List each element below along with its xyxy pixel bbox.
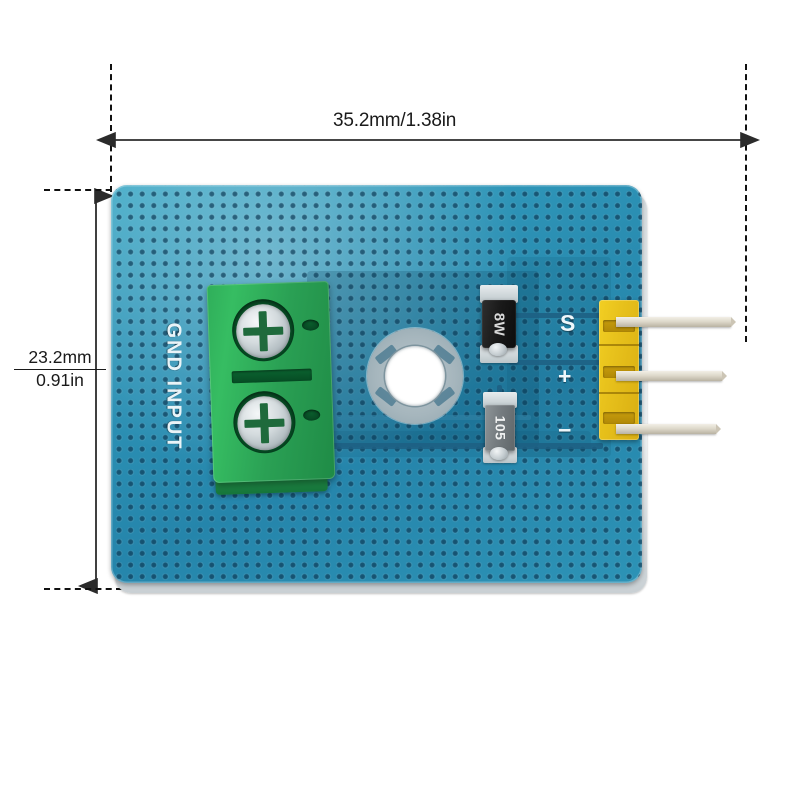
pin-header-seam-1 xyxy=(599,344,639,346)
header-pin-plus xyxy=(616,371,727,381)
smd-diode: 8W xyxy=(482,300,516,348)
dim-guide-left-vertical xyxy=(110,64,112,192)
solder-blob-diode xyxy=(489,343,507,356)
pin-header-seam-2 xyxy=(599,392,639,394)
screw-terminal-block xyxy=(206,280,336,495)
trace-signal-top xyxy=(509,313,601,318)
smd-capacitor: 105 xyxy=(485,405,515,451)
dim-guide-bottom-horizontal xyxy=(44,588,122,590)
mounting-hole xyxy=(385,346,445,406)
smd-diode-marking: 8W xyxy=(490,312,508,336)
solder-blob-cap xyxy=(490,447,508,460)
trace-signal-mid xyxy=(509,360,601,365)
terminal-screw-bottom xyxy=(236,395,293,452)
smd-capacitor-marking: 105 xyxy=(491,415,508,441)
silkscreen-pin-label-plus: + xyxy=(558,363,572,389)
trace-ground-lower xyxy=(317,443,603,449)
silkscreen-gnd-input-label: GND INPUT xyxy=(162,322,185,451)
terminal-screw-top xyxy=(235,303,292,360)
pcb-board: GND INPUT S + − 8W 105 xyxy=(111,185,642,583)
silkscreen-pin-label-s: S xyxy=(560,310,576,336)
silkscreen-pin-label-minus: − xyxy=(558,417,572,443)
smd-cap-pad-top xyxy=(483,392,517,408)
copper-pour-right xyxy=(507,257,611,457)
width-dimension-label: 35.2mm/1.38in xyxy=(333,110,457,131)
height-dimension-mm: 23.2mm xyxy=(14,347,106,370)
height-dimension-inch: 0.91in xyxy=(36,369,84,390)
pin-header-notch-3 xyxy=(603,412,635,424)
height-dimension-label: 23.2mm 0.91in xyxy=(14,347,106,390)
smd-diode-pad-top xyxy=(480,285,518,303)
pcb-module: GND INPUT S + − 8W 105 xyxy=(111,185,736,595)
dim-guide-right-vertical xyxy=(745,64,747,342)
header-pin-s xyxy=(616,317,736,327)
dim-guide-top-horizontal xyxy=(44,189,122,191)
header-pin-minus xyxy=(616,424,721,434)
